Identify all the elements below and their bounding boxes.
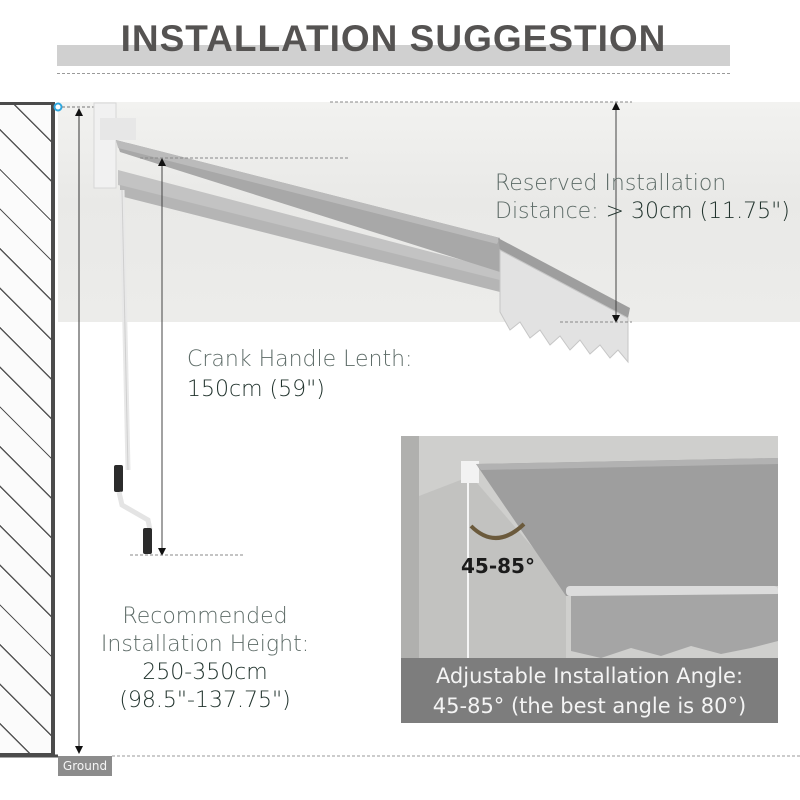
inset-caption-line2: 45-85° (the best angle is 80°) [432, 694, 747, 718]
reserved-distance-annotation: Reserved Installation Distance: > 30cm (… [495, 170, 790, 226]
recommended-height-line2: Installation Height: [100, 632, 310, 657]
mount-bracket [93, 102, 117, 189]
inset-caption: Adjustable Installation Angle: 45-85° (t… [401, 658, 778, 723]
wall-section [0, 102, 55, 756]
angle-marker-label: 45-85° [461, 554, 535, 578]
reserved-distance-line1: Reserved Installation [495, 171, 727, 196]
crank-handle-label: Crank Handle Lenth: [187, 347, 413, 372]
recommended-height-line1: Recommended [122, 604, 288, 629]
marker-dot-icon [53, 102, 63, 112]
recommended-height-inches: (98.5"-137.75") [119, 688, 291, 713]
ground-label: Ground [58, 756, 112, 776]
angle-arc-icon [469, 522, 526, 540]
crank-handle-annotation: Crank Handle Lenth: 150cm (59") [187, 345, 412, 405]
title-divider [57, 73, 730, 74]
crank-handle-value: 150cm (59") [187, 377, 325, 402]
awning-photo-background [58, 102, 800, 322]
angle-inset-photo: 45-85° Adjustable Installation Angle: 45… [401, 436, 778, 723]
crank-grip-upper [114, 465, 123, 492]
reserved-distance-value: > 30cm (11.75") [605, 199, 790, 224]
inset-caption-line1: Adjustable Installation Angle: [435, 664, 744, 688]
recommended-height-annotation: Recommended Installation Height: 250-350… [90, 603, 320, 715]
page-title: INSTALLATION SUGGESTION [120, 18, 667, 59]
reserved-distance-label: Distance: [495, 199, 606, 224]
crank-grip-lower [143, 528, 152, 554]
title-band [57, 45, 730, 66]
recommended-height-cm: 250-350cm [142, 660, 268, 685]
